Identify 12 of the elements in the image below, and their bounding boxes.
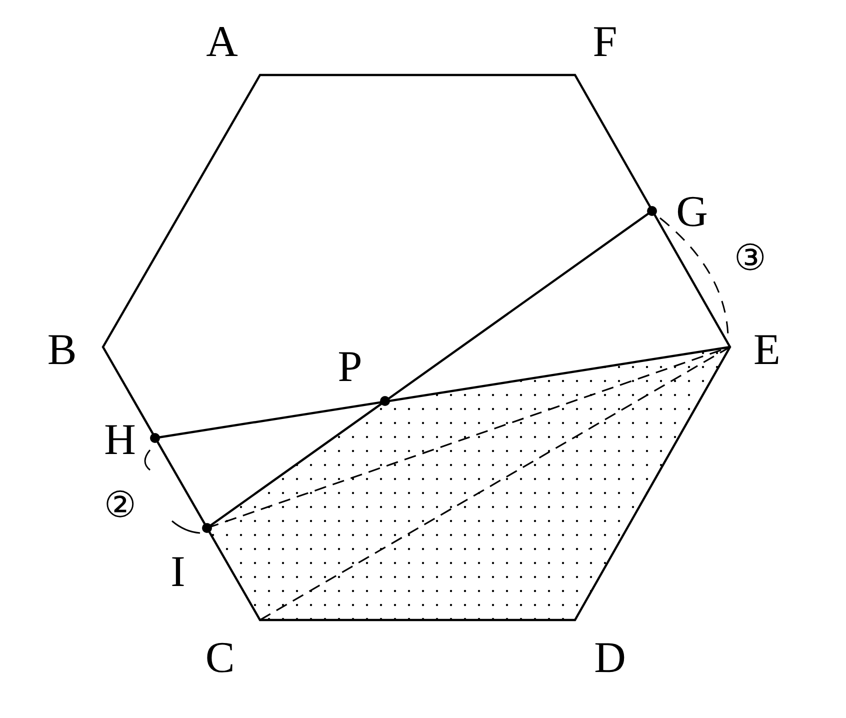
- point-label: H: [104, 418, 136, 462]
- ratio-label: ②: [104, 487, 136, 523]
- point-label: F: [592, 20, 618, 64]
- point-label: B: [47, 328, 77, 372]
- point-label: C: [205, 636, 235, 680]
- ratio-label: ③: [734, 240, 766, 276]
- point-label: P: [338, 345, 362, 389]
- point-label: I: [170, 550, 186, 594]
- point-label: D: [594, 636, 626, 680]
- point-label: G: [676, 190, 708, 234]
- point-label: E: [754, 328, 780, 372]
- point-label: A: [206, 20, 238, 64]
